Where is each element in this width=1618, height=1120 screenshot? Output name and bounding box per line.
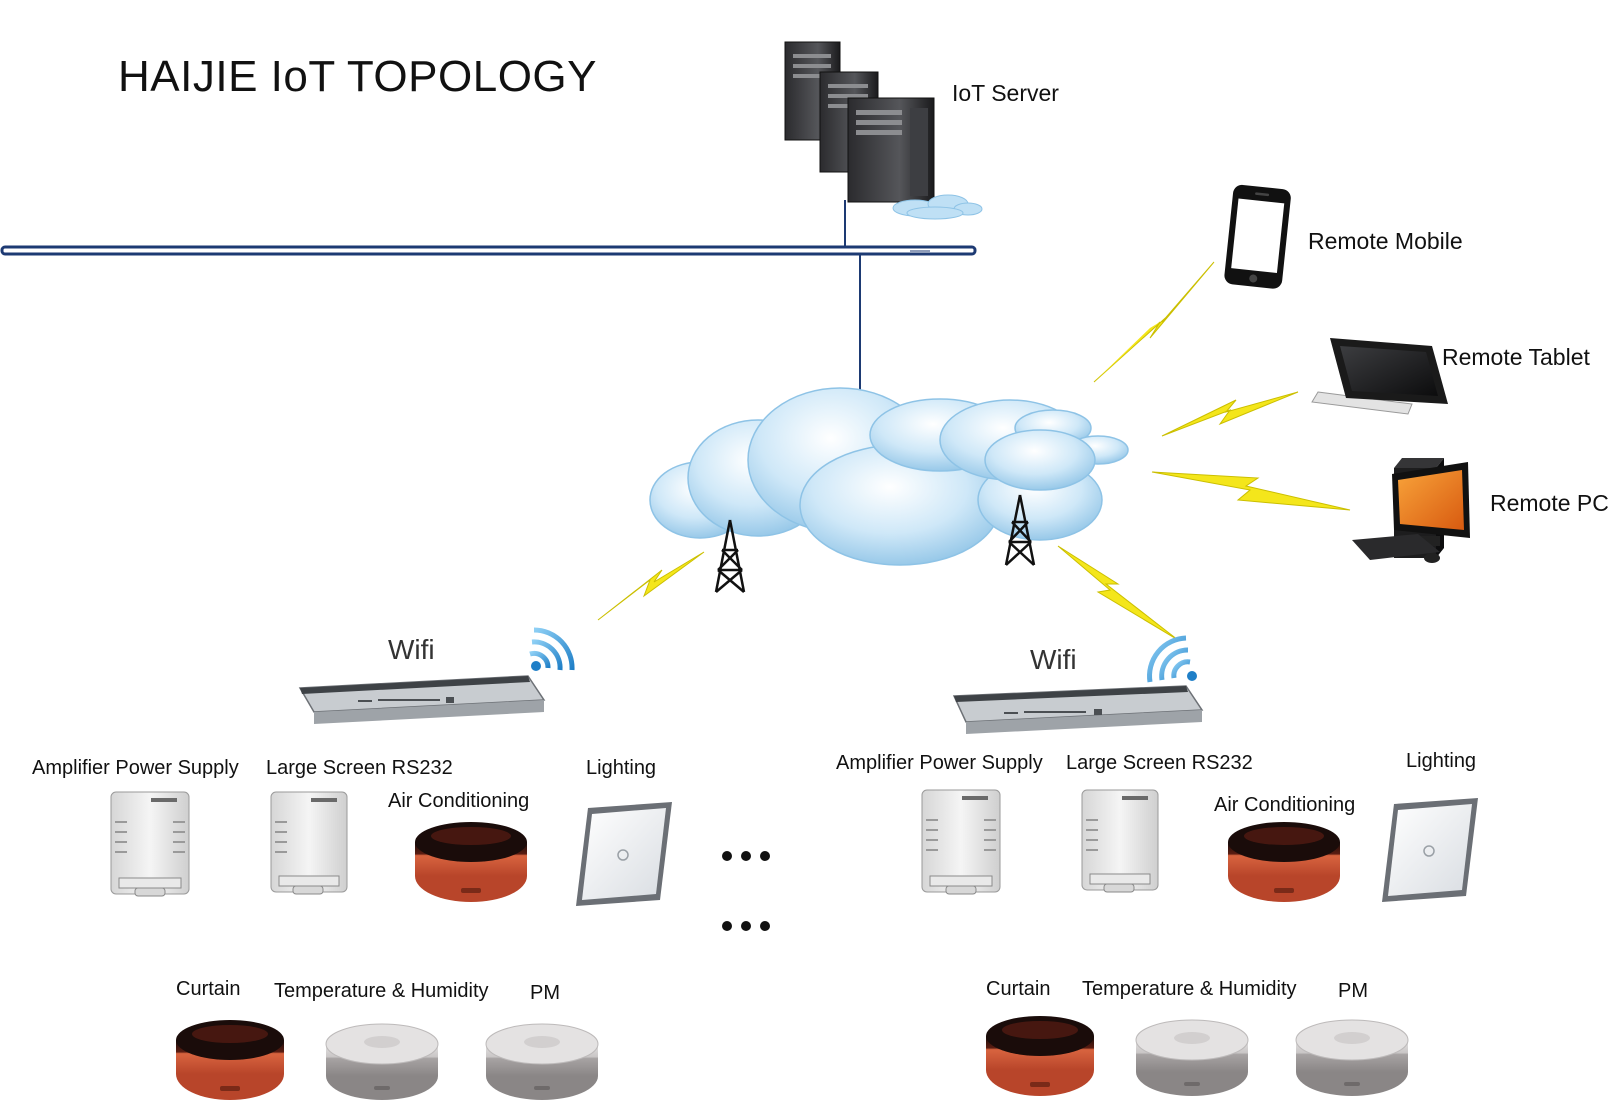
right-temp-humidity-device-icon	[1135, 1019, 1249, 1096]
left-pm-label: PM	[530, 982, 560, 1004]
left-curtain-label: Curtain	[176, 978, 241, 1000]
left-large-screen-device-icon	[270, 791, 348, 895]
left-amplifier-device-icon	[110, 791, 190, 897]
remote-mobile-label: Remote Mobile	[1308, 228, 1463, 254]
diagram-title: HAIJIE IoT TOPOLOGY	[118, 52, 597, 101]
left-temp-humidity-label: Temperature & Humidity	[274, 980, 489, 1002]
remote-tablet-label: Remote Tablet	[1442, 344, 1590, 370]
wireless-link-to-tablet	[1161, 391, 1299, 437]
right-large-screen-label: Large Screen RS232	[1066, 752, 1253, 774]
left-pm-device-icon	[485, 1023, 599, 1100]
antenna-tower-icon	[1004, 494, 1036, 566]
left-large-screen-label: Large Screen RS232	[266, 757, 453, 779]
right-air-conditioning-device-icon	[1228, 822, 1340, 902]
right-lighting-switch-icon	[1382, 798, 1478, 902]
internet-cloud-icon	[649, 387, 1129, 566]
more-devices-ellipsis-icon	[722, 921, 770, 931]
right-pm-label: PM	[1338, 980, 1368, 1002]
wireless-link-to-pc	[1151, 471, 1351, 511]
desktop-pc-icon	[1352, 458, 1470, 563]
right-amplifier-device-icon	[921, 789, 1001, 895]
more-devices-ellipsis-icon	[722, 851, 770, 861]
left-temp-humidity-device-icon	[325, 1023, 439, 1100]
left-wifi-label: Wifi	[388, 634, 435, 665]
left-wifi-router-icon	[298, 675, 546, 724]
right-air-conditioning-label: Air Conditioning	[1214, 794, 1356, 816]
right-temp-humidity-label: Temperature & Humidity	[1082, 978, 1297, 1000]
wireless-link-to-mobile	[1093, 261, 1215, 383]
remote-pc-label: Remote PC	[1490, 490, 1609, 516]
right-wifi-signal-icon	[1147, 635, 1197, 683]
right-large-screen-device-icon	[1081, 789, 1159, 893]
left-air-conditioning-label: Air Conditioning	[388, 790, 530, 812]
right-amplifier-label: Amplifier Power Supply	[836, 752, 1043, 774]
left-curtain-device-icon	[176, 1020, 284, 1100]
tablet-icon	[1311, 338, 1448, 415]
left-air-conditioning-device-icon	[415, 822, 527, 902]
antenna-tower-icon	[714, 519, 746, 593]
smartphone-icon	[1224, 184, 1291, 289]
iot-server-label: IoT Server	[952, 80, 1059, 106]
right-curtain-device-icon	[986, 1016, 1094, 1096]
right-curtain-label: Curtain	[986, 978, 1051, 1000]
left-lighting-switch-icon	[576, 802, 672, 906]
left-amplifier-label: Amplifier Power Supply	[32, 757, 239, 779]
left-lighting-label: Lighting	[586, 757, 657, 779]
wireless-link-to-right-wifi	[1057, 545, 1179, 641]
wireless-link-to-left-wifi	[597, 551, 705, 621]
network-backbone	[0, 200, 977, 402]
right-pm-device-icon	[1295, 1019, 1409, 1096]
right-lighting-label: Lighting	[1406, 750, 1477, 772]
left-wifi-signal-icon	[529, 627, 575, 671]
right-wifi-router-icon	[952, 685, 1204, 734]
right-wifi-label: Wifi	[1030, 644, 1077, 675]
iot-server-icon	[784, 41, 983, 220]
